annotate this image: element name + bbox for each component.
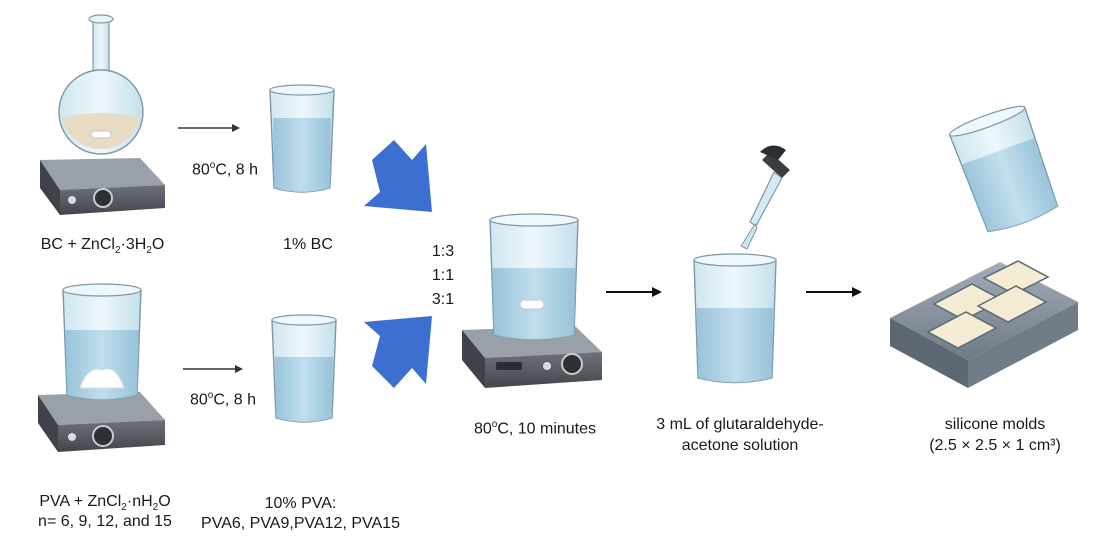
ratio-label: 1:1 bbox=[431, 267, 455, 284]
bc-condition-label: 80oC, 8 h bbox=[191, 160, 259, 179]
mold-dimensions-label: (2.5 × 2.5 × 1 cm³) bbox=[929, 437, 1061, 454]
dropper-icon bbox=[740, 145, 790, 250]
mixing-condition-label: 80oC, 10 minutes bbox=[473, 419, 597, 438]
pva-mixture-label: PVA + ZnCl2·nH2O bbox=[39, 493, 171, 514]
round-bottom-flask-icon bbox=[58, 14, 144, 155]
ratio-label: 1:3 bbox=[431, 243, 455, 260]
hot-plate-stirrer-icon bbox=[40, 158, 165, 215]
beaker-icon bbox=[489, 213, 579, 341]
beaker-icon bbox=[693, 253, 777, 384]
process-arrow bbox=[806, 287, 862, 297]
beaker-icon bbox=[271, 314, 337, 423]
pva-condition-label: 80oC, 8 h bbox=[189, 390, 257, 409]
silicone-mold-icon bbox=[890, 260, 1078, 388]
crosslinker-label-line1: 3 mL of glutaraldehyde- bbox=[656, 416, 824, 433]
blue-arrow-down-right-icon bbox=[364, 140, 432, 212]
beaker-icon bbox=[269, 84, 335, 193]
ratio-label: 3:1 bbox=[431, 291, 455, 308]
bc-mixture-label: BC + ZnCl2·3H2O bbox=[40, 236, 165, 257]
bc-product-label: 1% BC bbox=[283, 236, 333, 253]
process-arrow bbox=[606, 287, 662, 297]
pva-product-title: 10% PVA: bbox=[264, 495, 337, 512]
hot-plate-stirrer-icon bbox=[38, 392, 165, 452]
mold-label-line1: silicone molds bbox=[944, 416, 1046, 433]
beaker-icon bbox=[62, 283, 142, 401]
crosslinker-label-line2: acetone solution bbox=[681, 437, 799, 454]
blue-arrow-up-right-icon bbox=[364, 316, 432, 388]
process-arrow bbox=[178, 124, 240, 132]
pouring-beaker-icon bbox=[948, 105, 1059, 233]
pva-n-values-label: n= 6, 9, 12, and 15 bbox=[38, 513, 172, 530]
pva-product-grades: PVA6, PVA9,PVA12, PVA15 bbox=[201, 515, 400, 532]
process-arrow bbox=[183, 365, 243, 373]
